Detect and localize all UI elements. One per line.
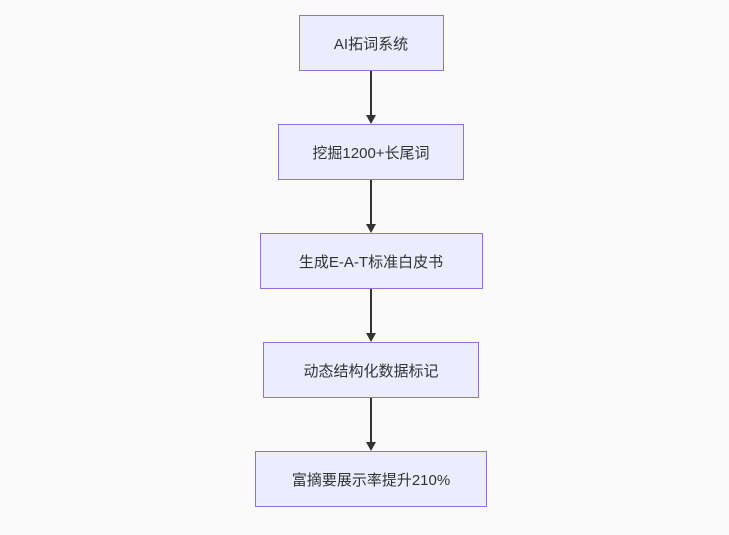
flow-node-label: AI拓词系统 [333, 35, 409, 53]
flow-node-label: 生成E-A-T标准白皮书 [298, 253, 444, 271]
flowchart: AI拓词系统 挖掘1200+长尾词 生成E-A-T标准白皮书 动态结构化数据标记… [255, 15, 487, 507]
arrow-connector [366, 71, 376, 124]
arrow-head-icon [366, 333, 376, 342]
arrow-shaft [370, 180, 372, 225]
flow-node-longtail-keywords: 挖掘1200+长尾词 [278, 124, 464, 180]
arrow-connector [366, 398, 376, 451]
arrow-head-icon [366, 442, 376, 451]
arrow-shaft [370, 289, 372, 334]
arrow-connector [366, 180, 376, 233]
flow-node-rich-snippet-rate: 富摘要展示率提升210% [255, 451, 487, 507]
arrow-head-icon [366, 224, 376, 233]
arrow-head-icon [366, 115, 376, 124]
flow-node-eat-whitepaper: 生成E-A-T标准白皮书 [259, 233, 483, 289]
arrow-connector [366, 289, 376, 342]
flow-node-ai-system: AI拓词系统 [298, 15, 444, 71]
arrow-shaft [370, 71, 372, 116]
flow-node-label: 挖掘1200+长尾词 [312, 144, 430, 162]
flow-node-label: 富摘要展示率提升210% [291, 471, 451, 489]
flow-node-structured-data: 动态结构化数据标记 [263, 342, 479, 398]
flow-node-label: 动态结构化数据标记 [303, 362, 439, 380]
arrow-shaft [370, 398, 372, 443]
